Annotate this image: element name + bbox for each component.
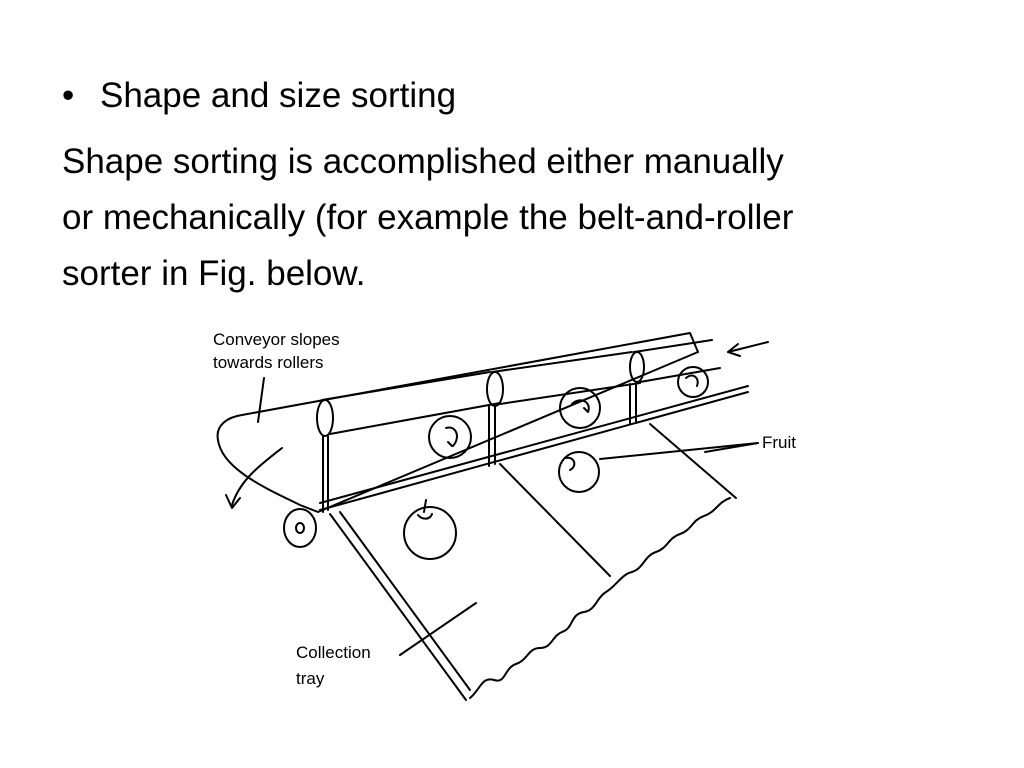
heading-text: Shape and size sorting [100, 76, 457, 115]
roller-2 [491, 351, 641, 405]
body-line-3: sorter in Fig. below. [62, 254, 366, 293]
fruit-on-roller-3 [677, 366, 709, 398]
tray-label-line1: Collection [296, 643, 371, 662]
roller-1 [321, 371, 501, 435]
belt-front-edge [319, 391, 749, 511]
collection-tray-1 [329, 511, 471, 701]
tray-label-line2: tray [296, 669, 325, 688]
falling-fruit-2 [403, 506, 457, 560]
fruit-on-roller-2 [559, 387, 601, 429]
bullet-marker: • [62, 76, 75, 115]
end-drum [283, 508, 317, 548]
belt-rotation-arrow [231, 447, 283, 506]
fruit-leader [599, 442, 759, 460]
fruit-on-roller-1 [428, 415, 472, 459]
conveyor-label-line1: Conveyor slopes [213, 330, 340, 349]
conveyor-belt [216, 332, 699, 513]
body-line-1: Shape sorting is accomplished either man… [62, 142, 784, 181]
conveyor-leader [257, 377, 265, 423]
feed-arrow [727, 341, 769, 353]
body-paragraph: Shape sorting is accomplished either man… [62, 134, 982, 302]
falling-fruit-1 [558, 451, 600, 493]
tray-wavy-edge [469, 497, 731, 699]
bullet-heading: • Shape and size sorting [62, 72, 456, 120]
conveyor-label-line2: towards rollers [213, 353, 324, 372]
belt-front-edge-inner [319, 385, 749, 504]
fruit-leader-2 [704, 442, 759, 453]
fruit-label: Fruit [762, 433, 796, 452]
tray-leader [399, 602, 477, 656]
body-line-2: or mechanically (for example the belt-an… [62, 198, 794, 237]
